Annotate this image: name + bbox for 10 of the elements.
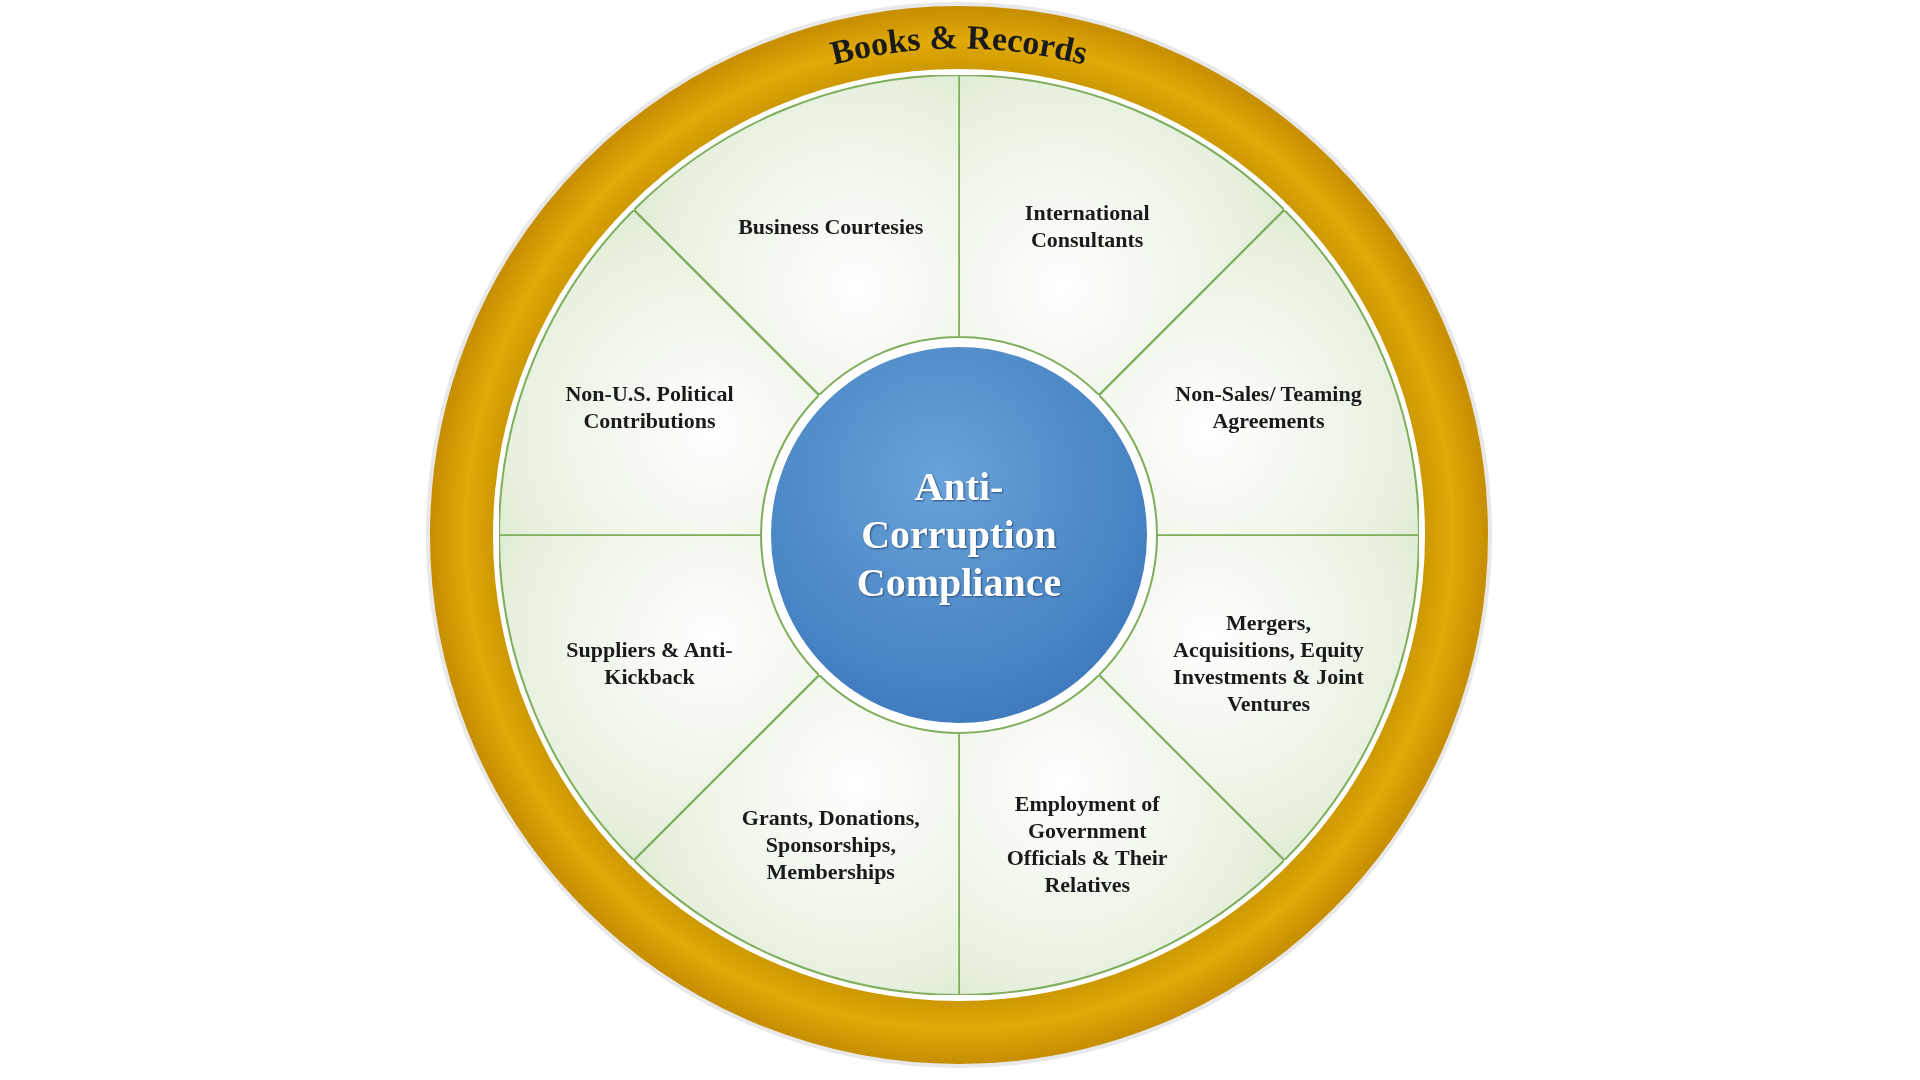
- segment-label: Non-Sales/ Teaming Agreements: [1174, 379, 1363, 434]
- segment-label: Employment of Government Officials & Their Relatives: [1005, 790, 1169, 899]
- center-title: Anti-Corruption Compliance: [855, 463, 1063, 607]
- segment-label: Suppliers & Anti-Kickback: [565, 636, 734, 691]
- segment-label: Business Courtesies: [737, 212, 925, 239]
- segment-label: Grants, Donations, Sponsorships, Memberships: [740, 804, 921, 885]
- ring-title: Books & Records: [826, 18, 1092, 72]
- segment-label: International Consultants: [1023, 198, 1151, 253]
- segment-label: Non-U.S. Political Contributions: [564, 379, 735, 434]
- segment-label: Mergers, Acquisitions, Equity Investments & Joint Ventures: [1172, 609, 1365, 718]
